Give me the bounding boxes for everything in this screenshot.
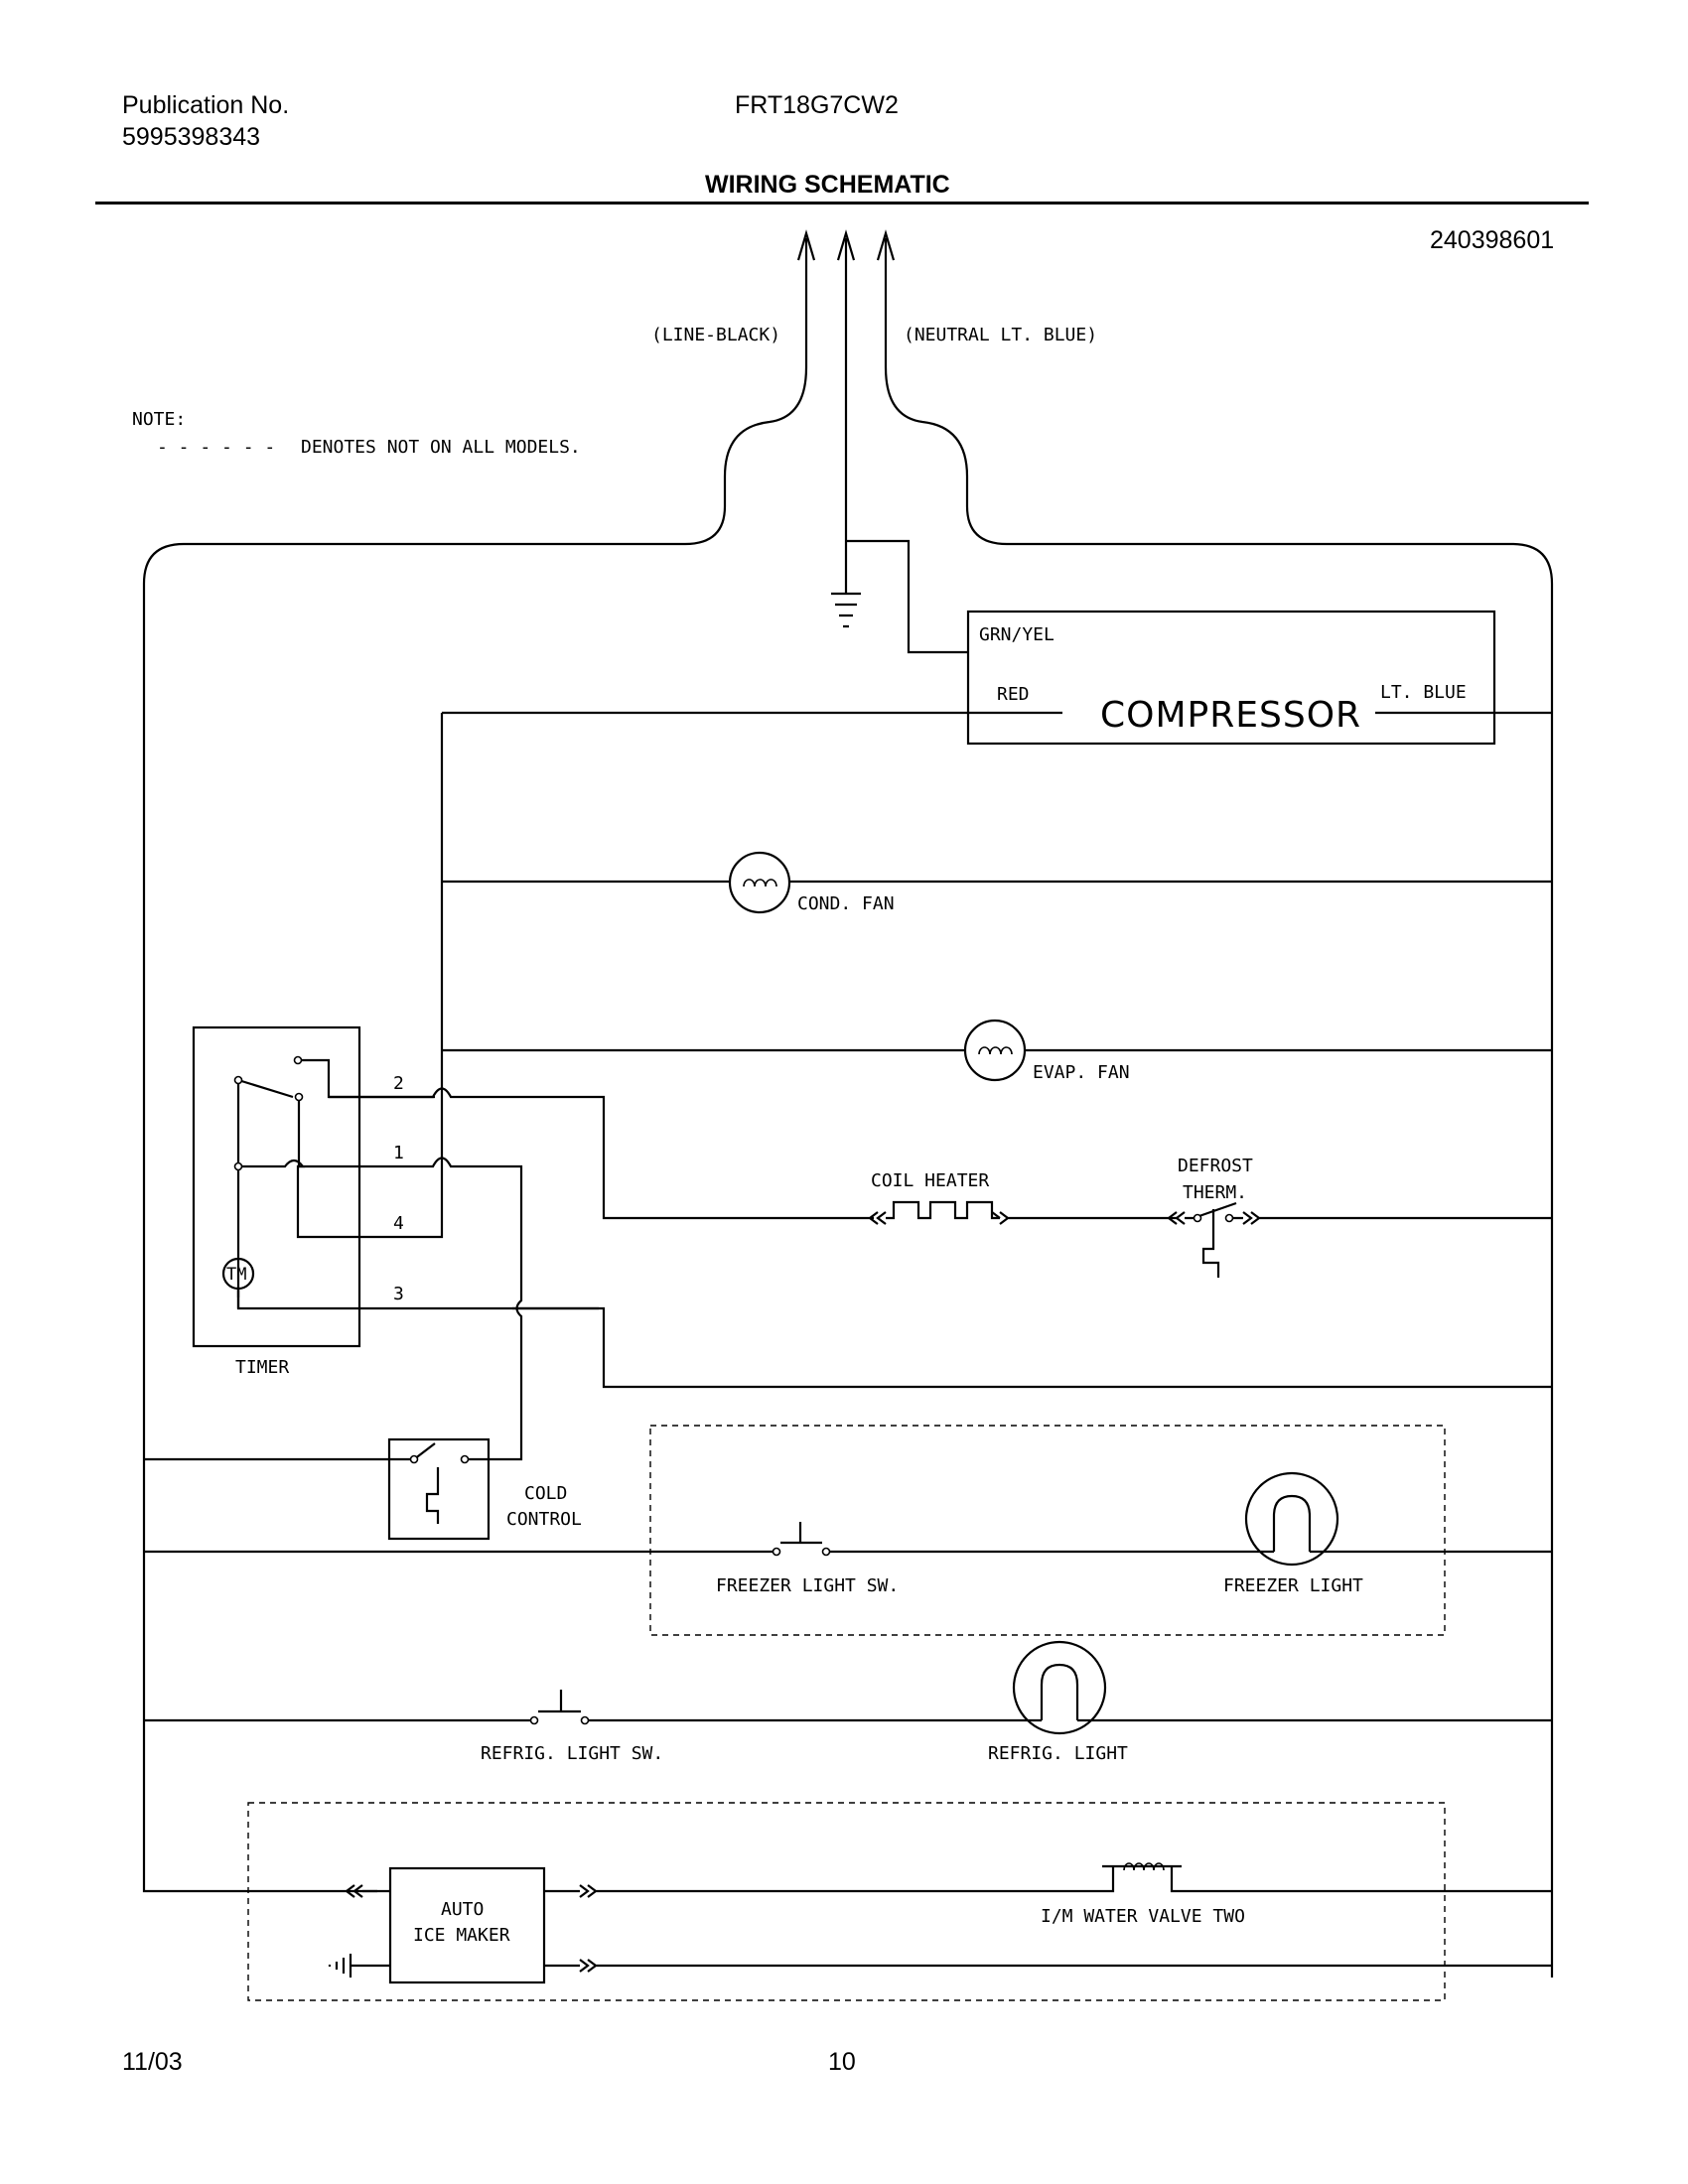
- timer-label: TIMER: [235, 1357, 289, 1378]
- defrost-thermostat: [1167, 1201, 1552, 1278]
- wire-terminal-3: [512, 1306, 1552, 1389]
- grn-yel-label: GRN/YEL: [979, 624, 1055, 645]
- footer-page-number: 10: [828, 2048, 856, 2076]
- defrost-therm-label-1: DEFROST: [1178, 1156, 1253, 1176]
- cold-control-label-2: CONTROL: [506, 1509, 582, 1530]
- timer-box: [192, 1025, 361, 1348]
- line-conductor: [142, 283, 808, 1893]
- ice-maker-label-2: ICE MAKER: [413, 1925, 510, 1946]
- page-title: WIRING SCHEMATIC: [705, 171, 950, 199]
- publication-number: 5995398343: [122, 123, 261, 151]
- cold-control-label-1: COLD: [524, 1483, 567, 1504]
- freezer-light-bulb-icon: [1244, 1471, 1339, 1567]
- refrig-light-bulb-icon: [1012, 1640, 1107, 1735]
- red-label: RED: [997, 684, 1030, 705]
- refrig-light-label: REFRIG. LIGHT: [988, 1743, 1128, 1764]
- timer-terminal-3: 3: [393, 1284, 404, 1304]
- ice-maker-optional-box: [247, 1802, 1446, 2001]
- refrig-light-switch: [529, 1690, 590, 1725]
- freezer-light-optional-box: [649, 1425, 1446, 1636]
- evap-fan-label: EVAP. FAN: [1033, 1062, 1130, 1083]
- model-number: FRT18G7CW2: [735, 91, 899, 119]
- cond-fan-label: COND. FAN: [797, 893, 895, 914]
- freezer-light-label: FREEZER LIGHT: [1223, 1575, 1363, 1596]
- neutral-conductor: [884, 283, 1554, 1978]
- note-text: DENOTES NOT ON ALL MODELS.: [301, 437, 581, 458]
- compressor-label: COMPRESSOR: [1100, 695, 1361, 736]
- note-dashes: - - - - - -: [157, 437, 275, 458]
- water-valve-solenoid-icon: [1102, 1862, 1552, 1893]
- supply-arrows: [796, 229, 896, 283]
- cold-control-switch: [144, 1442, 470, 1524]
- publication-label: Publication No.: [122, 91, 290, 119]
- timer-internals: [221, 1052, 599, 1310]
- wire-terminal-1: [299, 1157, 523, 1461]
- note-label: NOTE:: [132, 409, 186, 430]
- coil-heater: [868, 1200, 1177, 1225]
- timer-terminal-2: 2: [393, 1073, 404, 1094]
- compressor: [440, 610, 1552, 1052]
- lt-blue-label: LT. BLUE: [1380, 682, 1467, 703]
- timer-terminal-4: 4: [393, 1213, 404, 1234]
- freezer-light-switch: [772, 1522, 831, 1557]
- freezer-light-switch-label: FREEZER LIGHT SW.: [716, 1575, 899, 1596]
- cold-control-box: [387, 1437, 491, 1541]
- title-rule: [95, 202, 1589, 205]
- evap-fan-motor-icon: [963, 1019, 1027, 1082]
- wire-terminal-2: [329, 1087, 869, 1220]
- timer-terminal-1: 1: [393, 1143, 404, 1163]
- line-black-label: (LINE-BLACK): [651, 325, 780, 345]
- footer-date: 11/03: [122, 2048, 183, 2076]
- refrig-light-switch-label: REFRIG. LIGHT SW.: [481, 1743, 663, 1764]
- neutral-label: (NEUTRAL LT. BLUE): [904, 325, 1097, 345]
- grn-yel-wire: [846, 539, 968, 654]
- defrost-therm-label-2: THERM.: [1183, 1182, 1247, 1203]
- diagram-number: 240398601: [1430, 226, 1555, 254]
- ground-conductor: [831, 283, 861, 628]
- auto-ice-maker: [328, 1866, 1552, 1984]
- water-valve-label: I/M WATER VALVE TWO: [1041, 1906, 1245, 1927]
- timer-motor-label: TM: [226, 1265, 246, 1285]
- ice-maker-label-1: AUTO: [441, 1899, 484, 1920]
- coil-heater-label: COIL HEATER: [871, 1170, 989, 1191]
- cond-fan-motor-icon: [728, 851, 791, 914]
